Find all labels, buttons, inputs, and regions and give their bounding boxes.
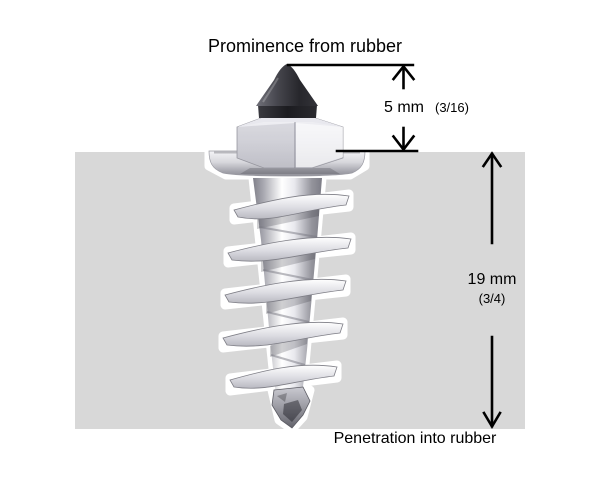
thread-back-edges (258, 226, 318, 366)
stud-body (208, 64, 366, 429)
stud-thread (222, 321, 344, 347)
hex-top-rim (237, 117, 343, 127)
prominence-measurement: 5 mm (3/16) (384, 99, 469, 117)
stud-pin-cone (256, 64, 318, 106)
penetration-label: Penetration into rubber (333, 430, 497, 447)
tip-shading (277, 393, 287, 402)
up-arrow-icon (481, 151, 503, 168)
stud-thread (229, 364, 338, 389)
tip-shading (283, 400, 302, 422)
cone-highlight (262, 77, 279, 103)
prominence-value: 5 mm (384, 99, 424, 116)
stud-pin-base (258, 105, 317, 118)
stud-thread (224, 278, 347, 304)
stud-drill-tip (271, 386, 311, 429)
penetration-value: 19 mm (467, 271, 517, 288)
hex-left-facet (237, 123, 295, 168)
down-arrow-icon (482, 411, 502, 430)
prominence-label: Prominence from rubber (207, 36, 403, 56)
stud-threads (222, 193, 352, 389)
hex-right-facet (296, 123, 343, 167)
prominence-imperial: (3/16) (435, 100, 469, 115)
penetration-imperial: (3/4) (478, 291, 506, 306)
stud-thread (233, 193, 350, 220)
hex-undershadow (240, 168, 340, 174)
down-arrow-icon (391, 134, 416, 152)
up-arrow-icon (391, 64, 416, 81)
stud-thread (227, 236, 352, 262)
